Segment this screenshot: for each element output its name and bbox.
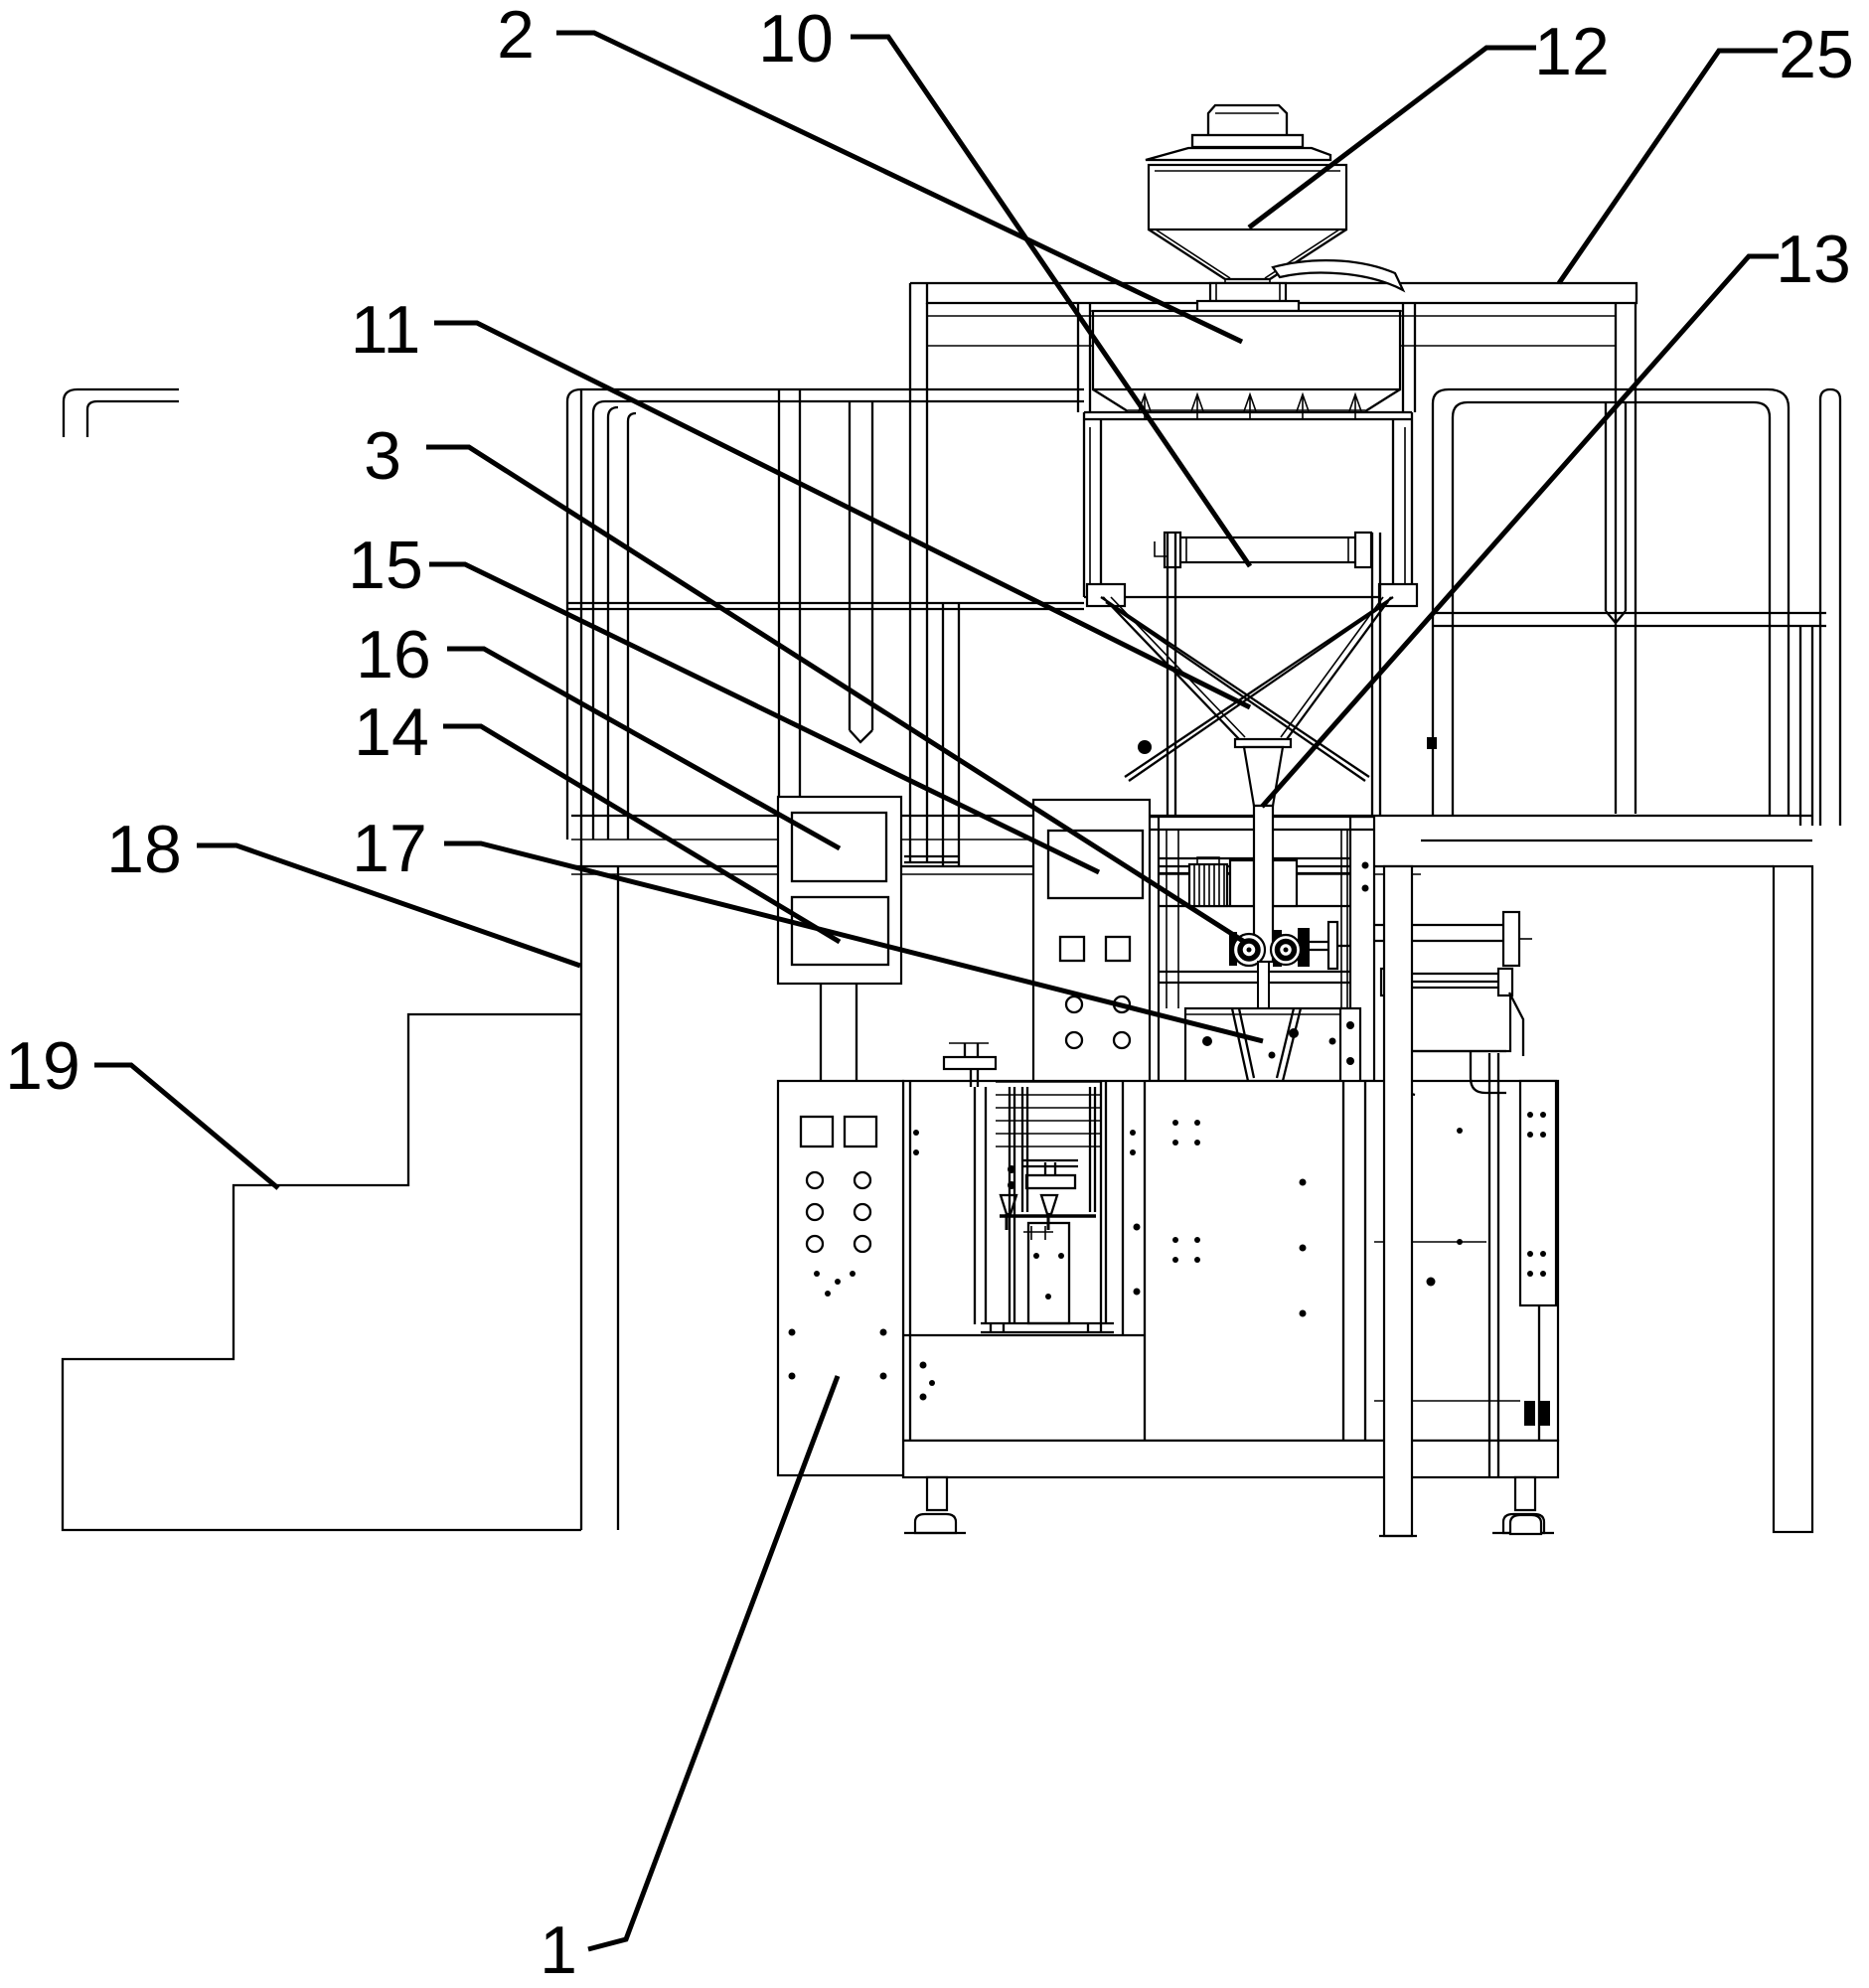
svg-text:18: 18	[106, 812, 182, 887]
svg-text:11: 11	[351, 292, 421, 368]
svg-text:10: 10	[758, 1, 834, 76]
svg-text:12: 12	[1534, 14, 1610, 89]
svg-text:17: 17	[352, 811, 427, 886]
svg-text:19: 19	[5, 1028, 80, 1104]
svg-text:14: 14	[354, 694, 429, 770]
svg-text:1: 1	[540, 1912, 577, 1988]
svg-text:3: 3	[364, 418, 401, 494]
svg-text:13: 13	[1776, 222, 1851, 297]
svg-text:25: 25	[1779, 17, 1854, 92]
svg-text:2: 2	[497, 0, 535, 73]
svg-text:15: 15	[348, 528, 423, 603]
svg-text:16: 16	[356, 617, 431, 692]
